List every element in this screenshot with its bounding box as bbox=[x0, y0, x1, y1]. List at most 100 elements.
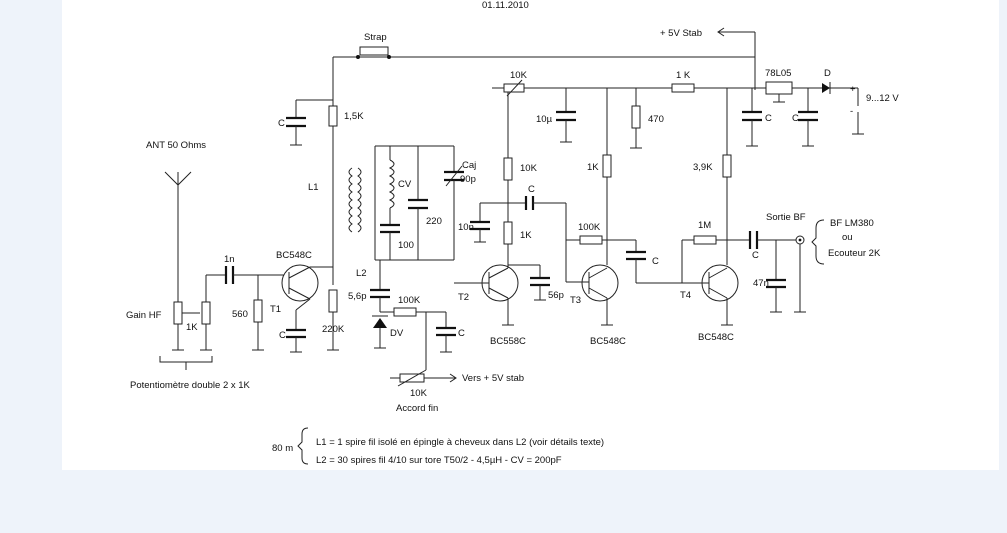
c-100-label: 100 bbox=[398, 240, 414, 251]
c-56p-label: 56p bbox=[548, 290, 564, 301]
regulator-78l05 bbox=[765, 81, 793, 95]
resistor-560 bbox=[253, 299, 263, 323]
ant-label: ANT 50 Ohms bbox=[146, 140, 206, 151]
supply-in-label: 9...12 V bbox=[866, 93, 899, 104]
cv-label: CV bbox=[398, 179, 412, 190]
diode-symbol bbox=[822, 83, 830, 93]
r-470-label: 470 bbox=[648, 114, 664, 125]
dv-label: DV bbox=[390, 328, 404, 339]
band-label: 80 m bbox=[272, 443, 293, 454]
resistor-1m bbox=[693, 235, 717, 245]
t2-label: T2 bbox=[458, 292, 469, 303]
note-line2: L2 = 30 spires fil 4/10 sur tore T50/2 -… bbox=[316, 455, 562, 466]
c-10u-label: 10µ bbox=[536, 114, 553, 125]
ground-symbols bbox=[172, 133, 864, 353]
r-1k-t2-label: 1K bbox=[520, 230, 532, 241]
ou-label: ou bbox=[842, 232, 853, 243]
l2-label: L2 bbox=[356, 268, 367, 279]
strap: Strap bbox=[356, 32, 391, 59]
c-t3-label: C bbox=[652, 256, 659, 267]
c-dv-label: C bbox=[458, 328, 465, 339]
t4-stage: 3,9K 1M T4 BC548C C 47n Sortie BF BF LM3… bbox=[680, 154, 881, 343]
caj-label: Caj bbox=[462, 160, 476, 171]
sortie-label: Sortie BF bbox=[766, 212, 806, 223]
c-10n-label: 10n bbox=[458, 222, 474, 233]
schematic-sheet: 01.11.2010 + 5V Stab Strap C 1,5K 78L05 … bbox=[62, 0, 999, 470]
r-10k-top-label: 10K bbox=[510, 70, 528, 81]
gain-label: Gain HF bbox=[126, 310, 162, 321]
strap-label: Strap bbox=[364, 32, 387, 43]
c-1n-label: 1n bbox=[224, 254, 235, 265]
antenna: ANT 50 Ohms bbox=[146, 140, 206, 305]
t3-stage: 1K 100K T3 BC548C C bbox=[565, 154, 690, 347]
c-t1-label: C bbox=[279, 330, 286, 341]
resistor-3k9 bbox=[722, 154, 732, 178]
pot-gain-left bbox=[173, 301, 183, 325]
c-reg2-label: C bbox=[792, 113, 799, 124]
date-label: 01.11.2010 bbox=[482, 0, 529, 11]
resistor-1k-t2 bbox=[503, 221, 513, 245]
c-out-label: C bbox=[752, 250, 759, 261]
t4-label: T4 bbox=[680, 290, 691, 301]
accord-label: Accord fin bbox=[396, 403, 438, 414]
diode-label: D bbox=[824, 68, 831, 79]
gain-pot: Gain HF 1K Potentiomètre double 2 x 1K bbox=[126, 275, 251, 391]
ecouteur-label: Ecouteur 2K bbox=[828, 248, 881, 259]
note-line1: L1 = 1 spire fil isolé en épingle à chev… bbox=[316, 437, 604, 448]
circuit-schematic: 01.11.2010 + 5V Stab Strap C 1,5K 78L05 … bbox=[126, 0, 899, 466]
c-47n-label: 47n bbox=[753, 278, 769, 289]
t2-stage: 10K C 10n 1K T2 BC558C 56p bbox=[454, 157, 566, 347]
supply-stab-label: + 5V Stab bbox=[660, 28, 702, 39]
r-1k-t3-label: 1K bbox=[587, 162, 599, 173]
resistor-1k5 bbox=[328, 105, 338, 127]
transistor-t1 bbox=[281, 264, 319, 302]
c-t2-label: C bbox=[528, 184, 535, 195]
bf-lm-label: BF LM380 bbox=[830, 218, 874, 229]
t3-label: T3 bbox=[570, 295, 581, 306]
coils: L1 L2 CV 100 220 Caj 90p bbox=[308, 145, 476, 290]
t1-type-label: BC548C bbox=[276, 250, 312, 261]
notes: 80 m L1 = 1 spire fil isolé en épingle à… bbox=[272, 427, 604, 466]
resistor-470 bbox=[631, 105, 641, 129]
minus-label: - bbox=[850, 106, 853, 117]
resistor-100k-dv bbox=[393, 307, 417, 317]
t1-stage: 1n BC548C T1 560 C 220K bbox=[206, 250, 345, 352]
t1-label: T1 bbox=[270, 304, 281, 315]
resistor-220k bbox=[328, 289, 338, 313]
resistor-1k-rail bbox=[671, 83, 695, 93]
c-5p6-label: 5,6p bbox=[348, 291, 367, 302]
r-1m-label: 1M bbox=[698, 220, 711, 231]
resistor-100k-t3 bbox=[579, 235, 603, 245]
pot-gain-right bbox=[201, 301, 211, 325]
c-decouple-label: C bbox=[278, 118, 285, 129]
r-100k-t3-label: 100K bbox=[578, 222, 601, 233]
c-220-label: 220 bbox=[426, 216, 442, 227]
r-3k9-label: 3,9K bbox=[693, 162, 713, 173]
plus-label: + bbox=[850, 84, 856, 95]
varicap-diode bbox=[373, 318, 387, 328]
l1-label: L1 bbox=[308, 182, 319, 193]
rf-stage-supply: C 1,5K bbox=[278, 99, 364, 170]
caj-val-label: 90p bbox=[460, 174, 476, 185]
reg-label: 78L05 bbox=[765, 68, 791, 79]
t2-type-label: BC558C bbox=[490, 336, 526, 347]
resistor-10k bbox=[503, 157, 513, 181]
transistor-t3 bbox=[581, 264, 619, 302]
c-reg1-label: C bbox=[765, 113, 772, 124]
pot-1k-label: 1K bbox=[186, 322, 198, 333]
vers-label: Vers + 5V stab bbox=[462, 373, 524, 384]
regulator-section: 78L05 D + - 9...12 V C C bbox=[742, 68, 899, 146]
r-220k-label: 220K bbox=[322, 324, 345, 335]
resistor-1k-t3 bbox=[602, 154, 612, 178]
pot-10k-label: 10K bbox=[410, 388, 428, 399]
r-100k-dv-label: 100K bbox=[398, 295, 421, 306]
pot-double-label: Potentiomètre double 2 x 1K bbox=[130, 380, 251, 391]
r-1k-label: 1 K bbox=[676, 70, 691, 81]
r-10k-label: 10K bbox=[520, 163, 538, 174]
t4-type-label: BC548C bbox=[698, 332, 734, 343]
r-560-label: 560 bbox=[232, 309, 248, 320]
varicap-section: 5,6p 100K DV C Vers + 5V stab 10K Accord… bbox=[348, 288, 524, 414]
detector-supply: 10K 10µ 470 1 K bbox=[503, 70, 728, 158]
t3-type-label: BC548C bbox=[590, 336, 626, 347]
r-1k5-label: 1,5K bbox=[344, 111, 364, 122]
